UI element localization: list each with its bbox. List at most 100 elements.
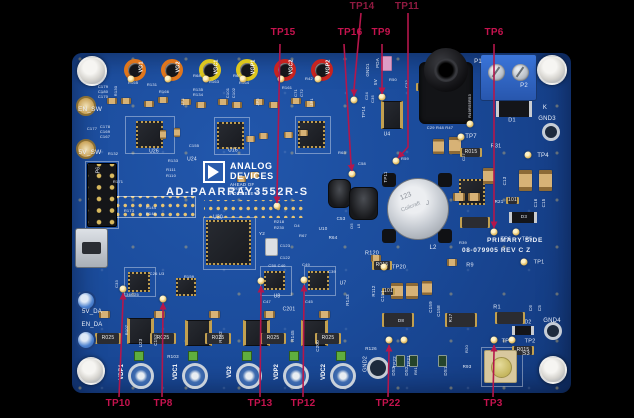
capacitor (299, 130, 308, 136)
ic-chip (217, 122, 244, 149)
silkscreen-outline (295, 116, 331, 154)
loop-pad (314, 75, 322, 83)
silkscreen-label: R164 (238, 80, 250, 85)
silkscreen-label: C13 (501, 176, 507, 186)
silkscreen-label: TP7 (465, 134, 477, 140)
silkscreen-label: R42 (305, 76, 313, 81)
silkscreen-label: U23 (137, 338, 143, 348)
silkscreen-label: R112 (370, 285, 376, 297)
ic-chip (128, 272, 150, 292)
silkscreen-label: C16 (532, 198, 538, 208)
silkscreen-label: C169 (99, 129, 111, 134)
capacitor (269, 102, 279, 108)
silkscreen-label: C58 (358, 161, 366, 166)
gold-testpoint (350, 96, 358, 104)
status-led (438, 355, 447, 367)
silkscreen-label: R145 (289, 330, 295, 342)
resistor-marking: R025 (211, 335, 225, 341)
test-pad-grid (204, 200, 306, 218)
tan-hole (76, 139, 96, 159)
capacitor (121, 98, 131, 104)
ic-chip (264, 271, 285, 290)
silkscreen-label: S3 (522, 351, 530, 357)
silkscreen-label: C50 C40 (268, 263, 286, 268)
resistor-marking: R025 (266, 335, 280, 341)
capacitor (254, 99, 264, 105)
capacitor (250, 172, 259, 178)
silkscreen-label: DS3 (390, 366, 396, 376)
silkscreen-label: 5V_DA (81, 309, 103, 315)
silkscreen-label: DS1 (442, 366, 448, 376)
silkscreen-label: P2 (520, 83, 528, 89)
silkscreen-label: U4 (383, 131, 391, 138)
green-chip (188, 351, 198, 361)
inductor-marking: J (426, 201, 429, 207)
silkscreen-label: R159 (183, 274, 195, 279)
callout-label-tp12: TP12 (290, 398, 316, 409)
capacitor (209, 311, 220, 318)
silkscreen-label: C71 (293, 89, 298, 97)
bottom-testpoint-label: VDP2 (274, 364, 280, 380)
silkscreen-label: C35 (370, 95, 375, 103)
silkscreen-label: C155 (188, 143, 200, 148)
gold-testpoint (466, 120, 474, 128)
gold-testpoint (300, 276, 308, 284)
pink-led (381, 56, 392, 71)
blue-hole (76, 330, 96, 350)
silkscreen-label: C33 (114, 280, 119, 288)
silkscreen-label: TP4 (537, 153, 549, 159)
silkscreen-label: C32 (404, 80, 409, 88)
gold-testpoint (392, 157, 400, 165)
silkscreen-label: R144 (145, 205, 157, 210)
resistor (497, 312, 523, 324)
silkscreen-label: R230 (273, 225, 285, 230)
silkscreen-label: D2 (524, 319, 532, 326)
ic-chip (127, 318, 154, 344)
silkscreen-label: R130 (113, 85, 118, 97)
pushbutton-s3 (484, 350, 517, 383)
silkscreen-label: JP3 (255, 98, 260, 106)
resistor-marking: 101 (508, 197, 517, 203)
ic-chip (308, 271, 329, 290)
terminal-block-p2 (480, 54, 537, 101)
resistor-marking: R015 (516, 347, 530, 353)
silkscreen-label: L2 (429, 245, 437, 251)
board-rev-text: 08-079905 REV C Z (462, 247, 531, 254)
primary-side-text: PRIMARY SIDE (487, 237, 544, 244)
inductor-tab (438, 173, 452, 187)
silkscreen-label: R21 (494, 198, 504, 204)
tan-hole (76, 96, 96, 116)
resistor: 101 (384, 288, 393, 295)
jack-hole (434, 58, 458, 82)
logo-text-line2: DEVICES (230, 171, 274, 181)
resistor: R025 (97, 333, 119, 344)
callout-label-tp14: TP14 (349, 1, 375, 12)
micro-usb-connector (75, 228, 108, 268)
silkscreen-label: C167 (99, 134, 111, 139)
silkscreen-label: TP2 (524, 338, 536, 345)
silkscreen-label: C123 (279, 243, 291, 248)
diode (496, 97, 532, 117)
resistor-marking: 101 (384, 288, 393, 294)
dc-barrel-jack-p1 (419, 48, 473, 124)
capacitor (181, 99, 191, 105)
pushbutton-cap (491, 357, 512, 378)
silkscreen-label: R120 (365, 250, 379, 257)
resistor: R015 (462, 148, 480, 157)
capacitor (519, 170, 532, 191)
silkscreen-label: R49R55R53 (467, 94, 472, 118)
testpoint-loop-label: VGC2 (288, 59, 295, 75)
gold-testpoint (273, 202, 281, 210)
resistor-marking: R025 (321, 335, 335, 341)
silver-hole (367, 357, 389, 379)
silkscreen-label: C158 (435, 305, 441, 317)
capacitor (158, 97, 168, 103)
silkscreen-label: R218 (273, 219, 285, 224)
bottom-testpoint-vdp1 (128, 363, 154, 389)
silkscreen-label: R68 (193, 73, 201, 78)
silkscreen-label: C152 (152, 334, 158, 346)
capacitor (447, 259, 457, 266)
silkscreen-label: 5V (372, 79, 378, 85)
gold-testpoint (520, 258, 528, 266)
board-name-silkscreen: AD-PAARRAY3552R-S (166, 186, 309, 198)
